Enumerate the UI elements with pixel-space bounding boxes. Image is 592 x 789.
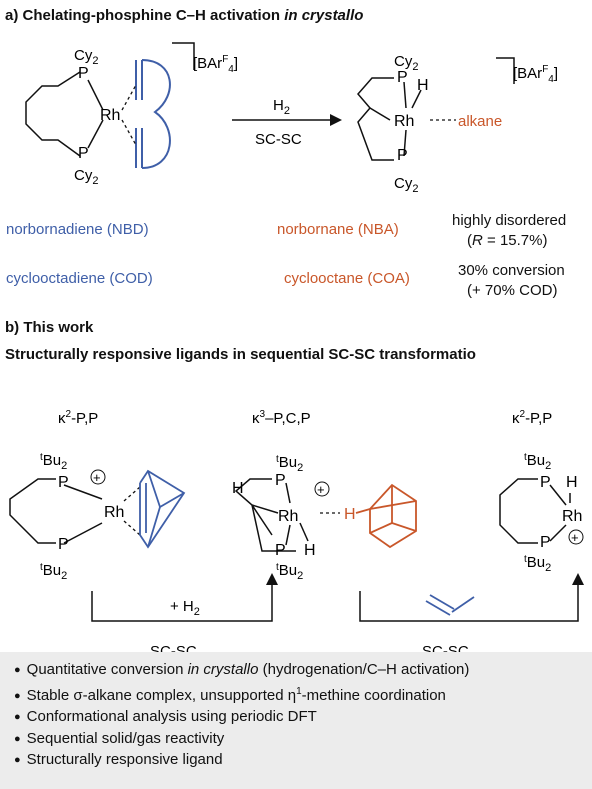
agostic-h: H xyxy=(344,506,356,523)
rh-atom-right: Rh xyxy=(394,113,414,130)
propene-reagent xyxy=(425,594,475,616)
rh-dashed-bonds-left xyxy=(121,84,137,146)
rh-atom-b-right: Rh xyxy=(562,508,582,525)
nbd-ligand xyxy=(135,59,171,169)
kappa2-label-right: κ2-P,P xyxy=(512,409,552,427)
product-nba: norbornane (NBA) xyxy=(277,221,399,238)
counterion-right: [BArF4] xyxy=(513,64,558,85)
cy2-top-right: Cy2 xyxy=(394,53,418,73)
section-a-title: a) Chelating-phosphine C–H activation in… xyxy=(5,7,363,24)
key-point-3: Conformational analysis using periodic D… xyxy=(14,707,592,729)
tbu2-top-b-left: tBu2 xyxy=(40,452,67,472)
hydride-middle: H xyxy=(304,542,316,559)
p-atom-bottom-right: P xyxy=(397,147,408,164)
step2-arrowhead xyxy=(572,573,584,585)
step1-arrowhead xyxy=(266,573,278,585)
p-atom-top-b-right: P xyxy=(540,474,551,491)
hydride-right: H xyxy=(566,474,578,491)
tbu2-top-middle: tBu2 xyxy=(276,454,303,474)
hydride-a: H xyxy=(417,77,429,94)
p-atom-bottom-b-left: P xyxy=(58,536,69,553)
substrate-cod: cyclooctadiene (COD) xyxy=(6,270,153,287)
section-b-subtitle: Structurally responsive ligands in seque… xyxy=(5,346,476,363)
plus-middle: + xyxy=(317,482,325,497)
cy2-bottom-left: Cy2 xyxy=(74,167,98,187)
key-points-list: Quantitative conversion in crystallo (hy… xyxy=(0,652,592,772)
pcp-backbone-middle xyxy=(234,478,309,552)
sc-sc-condition-a: SC-SC xyxy=(255,131,302,148)
step1-arrow xyxy=(91,581,273,622)
nba-ligand xyxy=(355,483,417,549)
section-a-scheme: P P Rh Cy2 Cy2 [BArF4] H2 SC-SC P P H Rh… xyxy=(25,42,558,195)
p-atom-top-b-left: P xyxy=(58,474,69,491)
cyclometalated-backbone-right xyxy=(357,77,422,161)
reaction-arrowhead-a xyxy=(330,114,342,126)
plus-right: + xyxy=(571,530,579,545)
cation-charge-right xyxy=(568,529,584,545)
section-b-title: b) This work xyxy=(5,319,94,336)
h-atom-middle-top: H xyxy=(232,480,244,497)
cy2-top-left: Cy2 xyxy=(74,47,98,67)
dtbpp-backbone-left xyxy=(9,478,103,544)
kappa3-label-middle: κ3–P,C,P xyxy=(252,409,311,427)
key-point-4: Sequential solid/gas reactivity xyxy=(14,729,592,751)
rh-atom-b-left: Rh xyxy=(104,504,124,521)
rh-atom-middle: Rh xyxy=(278,508,298,525)
key-points-panel: Quantitative conversion in crystallo (hy… xyxy=(0,652,592,789)
tbu2-top-b-right: tBu2 xyxy=(524,452,551,472)
cation-charge-left xyxy=(90,469,106,485)
dtbpp-backbone-right xyxy=(499,478,571,544)
key-point-1: Quantitative conversion in crystallo (hy… xyxy=(14,660,592,682)
step2-arrow xyxy=(359,581,579,622)
section-b-scheme: κ2-P,P κ3–P,C,P κ2-P,P P P Rh tBu2 tBu2 … xyxy=(9,409,584,660)
substrate-nbd: norbornadiene (NBD) xyxy=(6,221,149,238)
key-point-2: Stable σ-alkane complex, unsupported η1-… xyxy=(14,682,592,708)
cation-charge-middle xyxy=(314,481,330,497)
result-cod-line1: 30% conversion xyxy=(458,262,565,279)
p-atom-top-right: P xyxy=(397,69,408,86)
bracket-right xyxy=(496,57,515,84)
bracket-left xyxy=(172,42,195,70)
alkane-label: alkane xyxy=(458,113,502,130)
product-coa: cyclooctane (COA) xyxy=(284,270,410,287)
tbu2-bottom-b-left: tBu2 xyxy=(40,562,67,582)
counterion-left: [BArF4] xyxy=(193,54,238,75)
p-atom-top-left: P xyxy=(78,65,89,82)
step1-reagent: + H2 xyxy=(170,598,200,618)
cy2-bottom-right: Cy2 xyxy=(394,175,418,195)
result-nbd-line2: (R = 15.7%) xyxy=(467,232,548,249)
p-atom-bottom-middle: P xyxy=(275,542,286,559)
kappa2-label-left: κ2-P,P xyxy=(58,409,98,427)
dppb-backbone-left xyxy=(25,71,104,157)
key-point-5: Structurally responsive ligand xyxy=(14,750,592,772)
nbd-ligand-b xyxy=(139,469,186,549)
h2-reagent-a: H2 xyxy=(273,97,290,117)
tbu2-bottom-b-right: tBu2 xyxy=(524,554,551,574)
rh-atom-left: Rh xyxy=(100,107,120,124)
plus-left: + xyxy=(93,470,101,485)
result-nbd-line1: highly disordered xyxy=(452,212,567,229)
p-atom-bottom-b-right: P xyxy=(540,534,551,551)
result-cod-line2: (+ 70% COD) xyxy=(467,282,558,299)
tbu2-bottom-middle: tBu2 xyxy=(276,562,303,582)
section-a-title-text: a) Chelating-phosphine C–H activation in… xyxy=(5,7,364,24)
p-atom-bottom-left: P xyxy=(78,145,89,162)
rh-dashed-bonds-b xyxy=(123,486,141,536)
p-atom-top-middle: P xyxy=(275,472,286,489)
